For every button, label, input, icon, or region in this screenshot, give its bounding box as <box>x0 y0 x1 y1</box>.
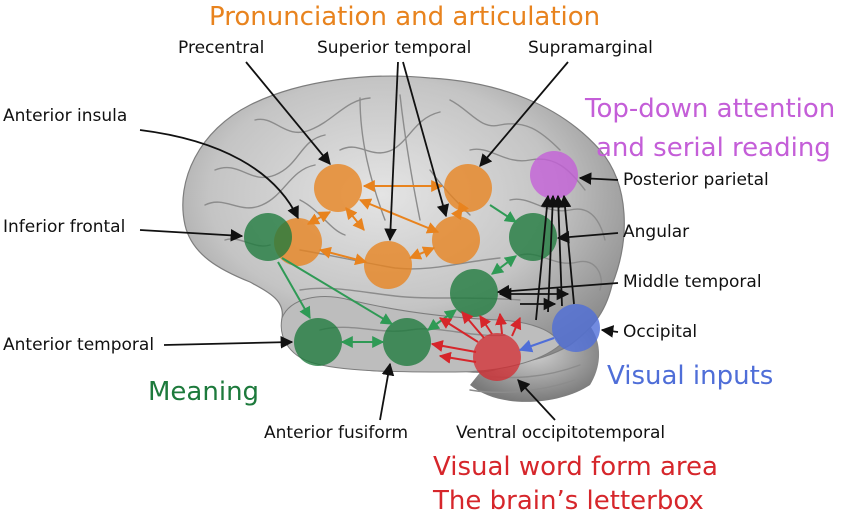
label-inferior-frontal: Inferior frontal <box>3 217 126 237</box>
circle-occipital <box>552 304 600 352</box>
label-anterior-insula: Anterior insula <box>3 106 128 126</box>
region-circles <box>244 151 600 381</box>
label-supramarginal: Supramarginal <box>528 38 653 58</box>
group-title-meaning: Meaning <box>148 377 260 407</box>
green-connections <box>277 204 518 348</box>
label-leaders <box>139 61 619 421</box>
label-superior-temporal: Superior temporal <box>317 38 472 58</box>
group-title-vwfa-line2: The brain’s letterbox <box>433 486 704 516</box>
label-precentral: Precentral <box>178 38 265 58</box>
label-middle-temporal: Middle temporal <box>623 272 762 292</box>
orange-connections <box>306 180 469 266</box>
red-connections <box>430 311 522 364</box>
label-occipital: Occipital <box>623 322 698 342</box>
circle-superior-temporal-b <box>432 216 480 264</box>
circle-superior-temporal-a <box>364 241 412 289</box>
label-angular: Angular <box>623 222 690 242</box>
circle-supramarginal <box>444 164 492 212</box>
blue-connections <box>518 336 555 353</box>
label-ventral-occipitotemporal: Ventral occipitotemporal <box>456 423 666 443</box>
label-anterior-fusiform: Anterior fusiform <box>264 423 409 443</box>
group-title-attention-line2: and serial reading <box>596 133 831 163</box>
group-title-attention-line1: Top-down attention <box>585 94 836 124</box>
group-title-visual-inputs: Visual inputs <box>607 361 774 391</box>
group-title-vwfa-line1: Visual word form area <box>433 452 718 482</box>
group-title-pronunciation: Pronunciation and articulation <box>209 2 601 32</box>
circle-inferior-frontal <box>244 213 292 261</box>
circle-posterior-parietal <box>530 151 578 199</box>
circle-precentral <box>314 164 362 212</box>
circle-middle-temporal <box>450 269 498 317</box>
label-posterior-parietal: Posterior parietal <box>623 170 769 190</box>
circle-anterior-temporal <box>294 318 342 366</box>
circle-anterior-fusiform <box>383 318 431 366</box>
circle-ventral-occipitotemporal <box>473 333 521 381</box>
label-anterior-temporal: Anterior temporal <box>3 335 155 355</box>
